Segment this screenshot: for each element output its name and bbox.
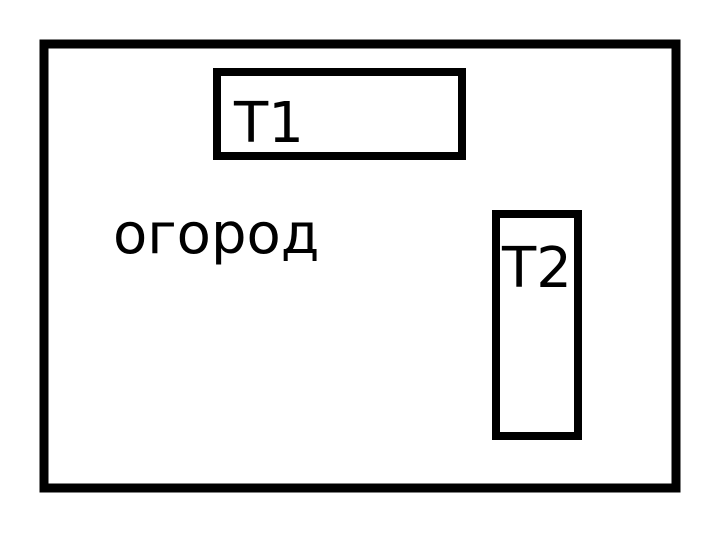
box-t2 [492,210,582,440]
box-t1-label: T1 [233,91,304,156]
garden-boundary [39,39,681,493]
box-t2-label: T2 [501,236,572,301]
box-t1 [213,68,466,160]
garden-label: огород [113,202,319,267]
